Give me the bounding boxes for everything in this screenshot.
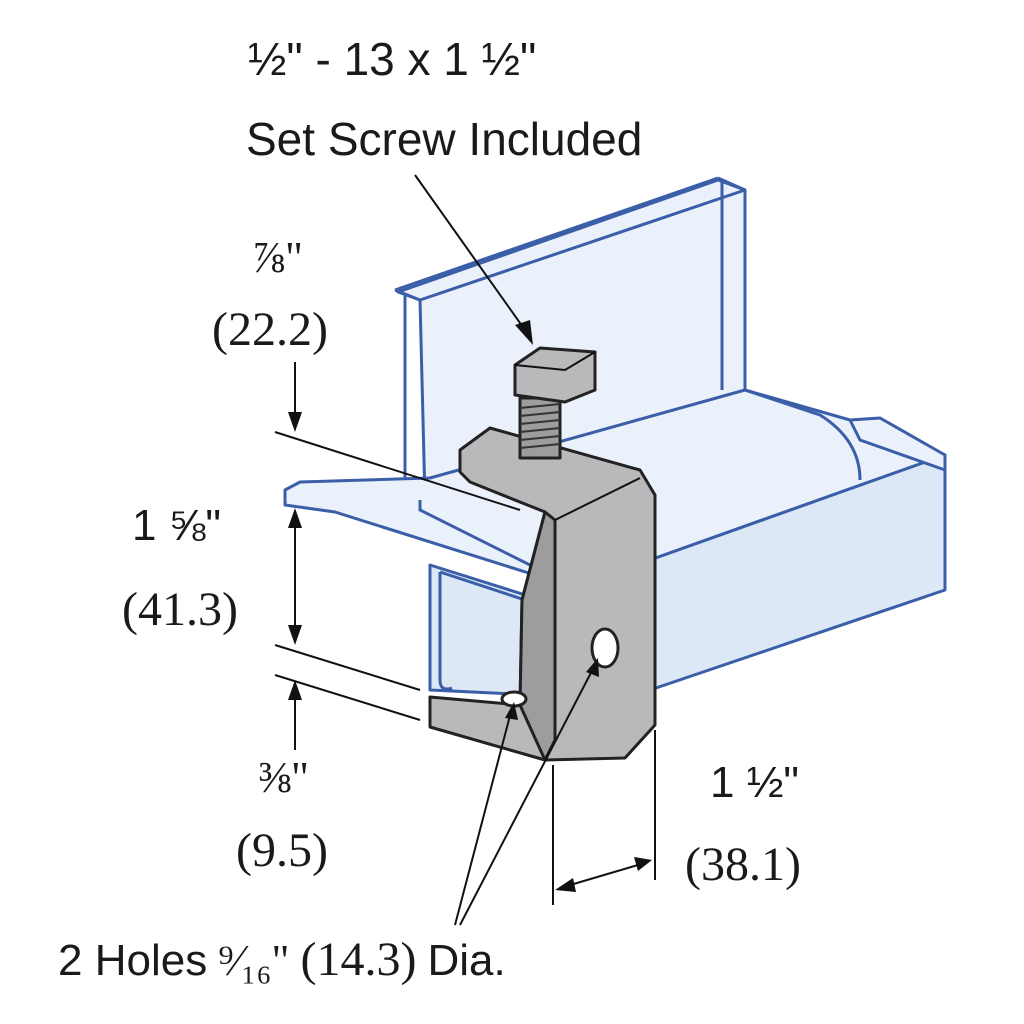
top-dim-in: ⅞" <box>252 233 303 282</box>
bottom-dim-in: ⅜" <box>258 753 309 802</box>
bottom-dim-mm: (9.5) <box>236 824 328 877</box>
width-dim-in: 1 ½" <box>710 758 799 807</box>
side-hole <box>590 627 620 669</box>
height-dim-in: 1 ⅝" <box>132 501 221 550</box>
height-dim-mm: (41.3) <box>122 583 238 636</box>
set-screw <box>513 346 597 460</box>
strut-channel <box>428 416 947 697</box>
top-dim-mm: (22.2) <box>212 303 328 356</box>
beam-clamp <box>428 426 657 762</box>
dimension-lines <box>274 174 656 926</box>
holes-callout: 2 Holes ⁹⁄₁₆" (14.3) Dia. <box>58 933 506 986</box>
set-screw-note: Set Screw Included <box>246 113 642 165</box>
width-dim-mm: (38.1) <box>685 838 801 891</box>
set-screw-size: ½" - 13 x 1 ½" <box>248 33 536 85</box>
